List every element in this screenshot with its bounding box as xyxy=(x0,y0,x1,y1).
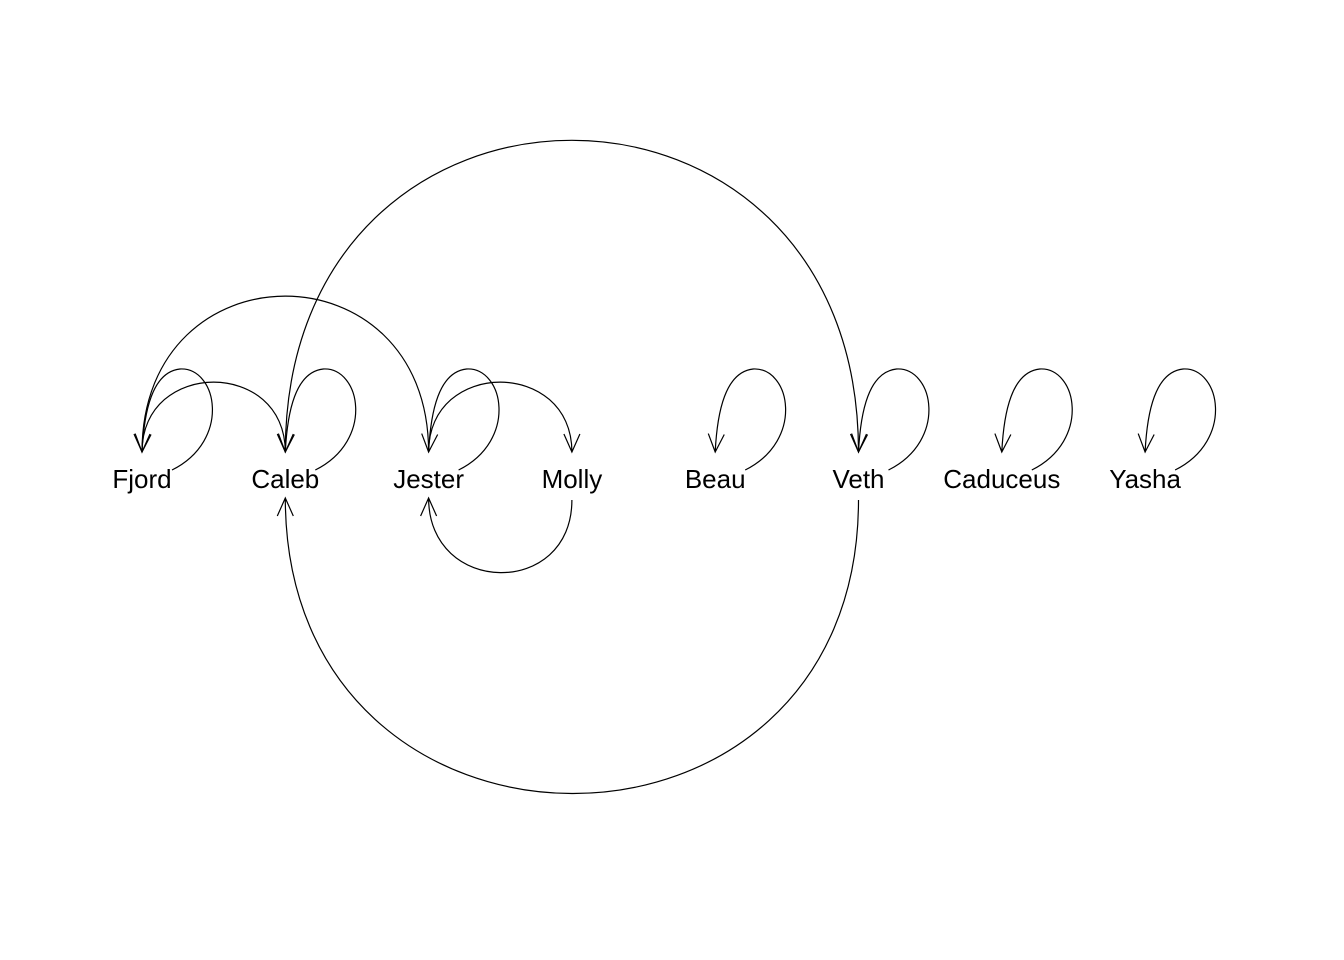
edge-fjord-to-caleb xyxy=(141,381,294,454)
node-label-molly: Molly xyxy=(542,464,603,494)
node-label-yasha: Yasha xyxy=(1109,464,1181,494)
edge-caduceus-to-caduceus xyxy=(994,368,1073,471)
edge-fjord-to-fjord xyxy=(134,368,213,471)
edge-molly-to-jester xyxy=(420,496,573,574)
edge-caleb-to-veth xyxy=(284,139,868,454)
edge-veth-to-veth xyxy=(851,368,930,471)
node-label-caleb: Caleb xyxy=(251,464,319,494)
edge-jester-to-fjord xyxy=(133,295,430,454)
node-label-fjord: Fjord xyxy=(112,464,171,494)
node-label-beau: Beau xyxy=(685,464,746,494)
node-label-veth: Veth xyxy=(832,464,884,494)
node-label-caduceus: Caduceus xyxy=(943,464,1060,494)
edge-jester-to-molly xyxy=(428,381,581,454)
edge-veth-to-caleb xyxy=(276,496,860,794)
edge-yasha-to-yasha xyxy=(1137,368,1217,471)
nodes-layer: Fjord Caleb Jester Molly Beau Veth Caduceus Yas… xyxy=(112,464,1181,494)
node-label-jester: Jester xyxy=(393,464,464,494)
edges-layer xyxy=(133,139,1217,794)
edge-beau-to-beau xyxy=(707,368,787,471)
edge-jester-to-jester xyxy=(421,368,500,471)
edge-caleb-to-caleb xyxy=(277,368,357,471)
